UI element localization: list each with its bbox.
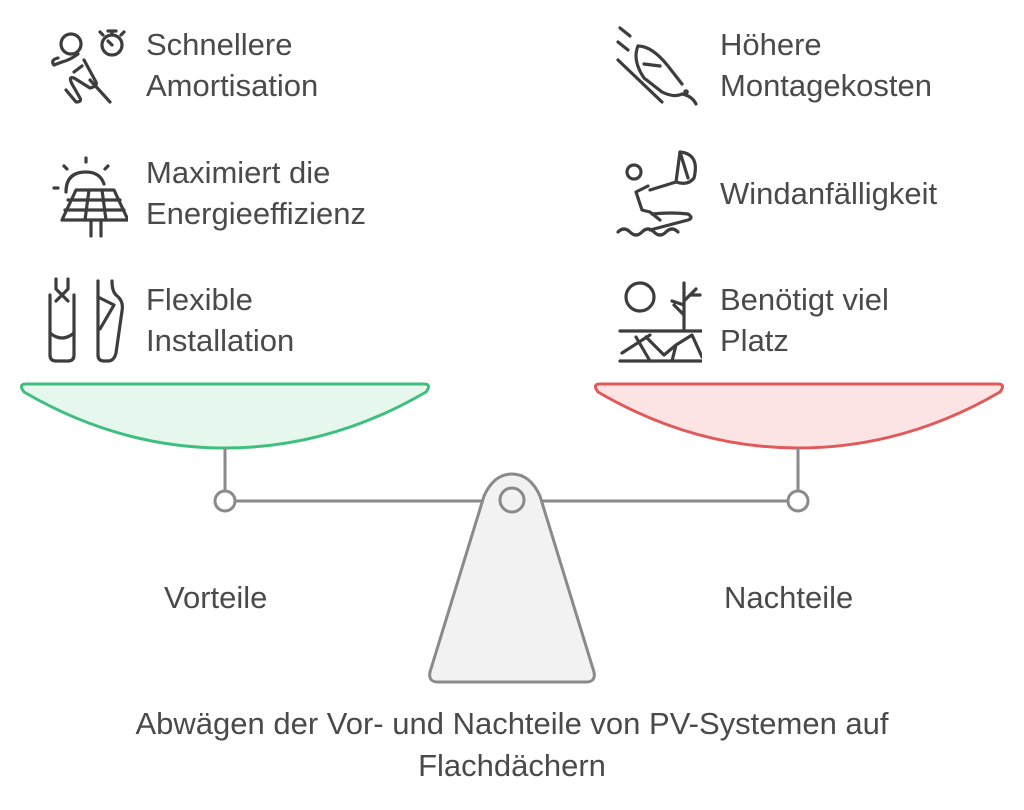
diving-bird-icon [612,20,702,110]
fulcrum-pivot [498,486,526,514]
diagram-title-line2: Flachdächern [418,748,606,783]
diagram-title: Abwägen der Vor- und Nachteile von PV-Sy… [0,703,1024,787]
disadvantage-item: Windanfälligkeit [612,148,937,238]
solar-panel-sun-icon [38,148,128,238]
ballet-shoes-icon [38,275,128,365]
right-pivot [786,489,810,513]
disadvantages-label: Nachteile [724,580,854,615]
advantage-text: Flexible Installation [146,282,295,358]
disadvantage-item: Benötigt viel Platz [612,275,889,365]
disadvantage-text: Windanfälligkeit [720,175,938,211]
runner-stopwatch-icon [38,20,128,110]
advantages-pan [19,382,431,450]
dry-land-tree-icon [612,275,702,365]
disadvantage-item: Höhere Montagekosten [612,20,932,110]
left-pivot [213,489,237,513]
fulcrum [428,472,596,684]
advantage-text: Maximiert die Energieeffizienz [146,155,367,231]
kitesurfer-icon [612,148,702,238]
disadvantages-pan [593,382,1005,450]
advantage-text: Schnellere Amortisation [146,27,319,103]
advantage-item: Schnellere Amortisation [38,20,318,110]
diagram-title-line1: Abwägen der Vor- und Nachteile von PV-Sy… [135,706,889,741]
disadvantage-text: Benötigt viel Platz [720,282,889,358]
advantages-label: Vorteile [164,580,268,615]
advantage-item: Maximiert die Energieeffizienz [38,148,366,238]
advantage-item: Flexible Installation [38,275,294,365]
disadvantage-text: Höhere Montagekosten [720,27,932,103]
